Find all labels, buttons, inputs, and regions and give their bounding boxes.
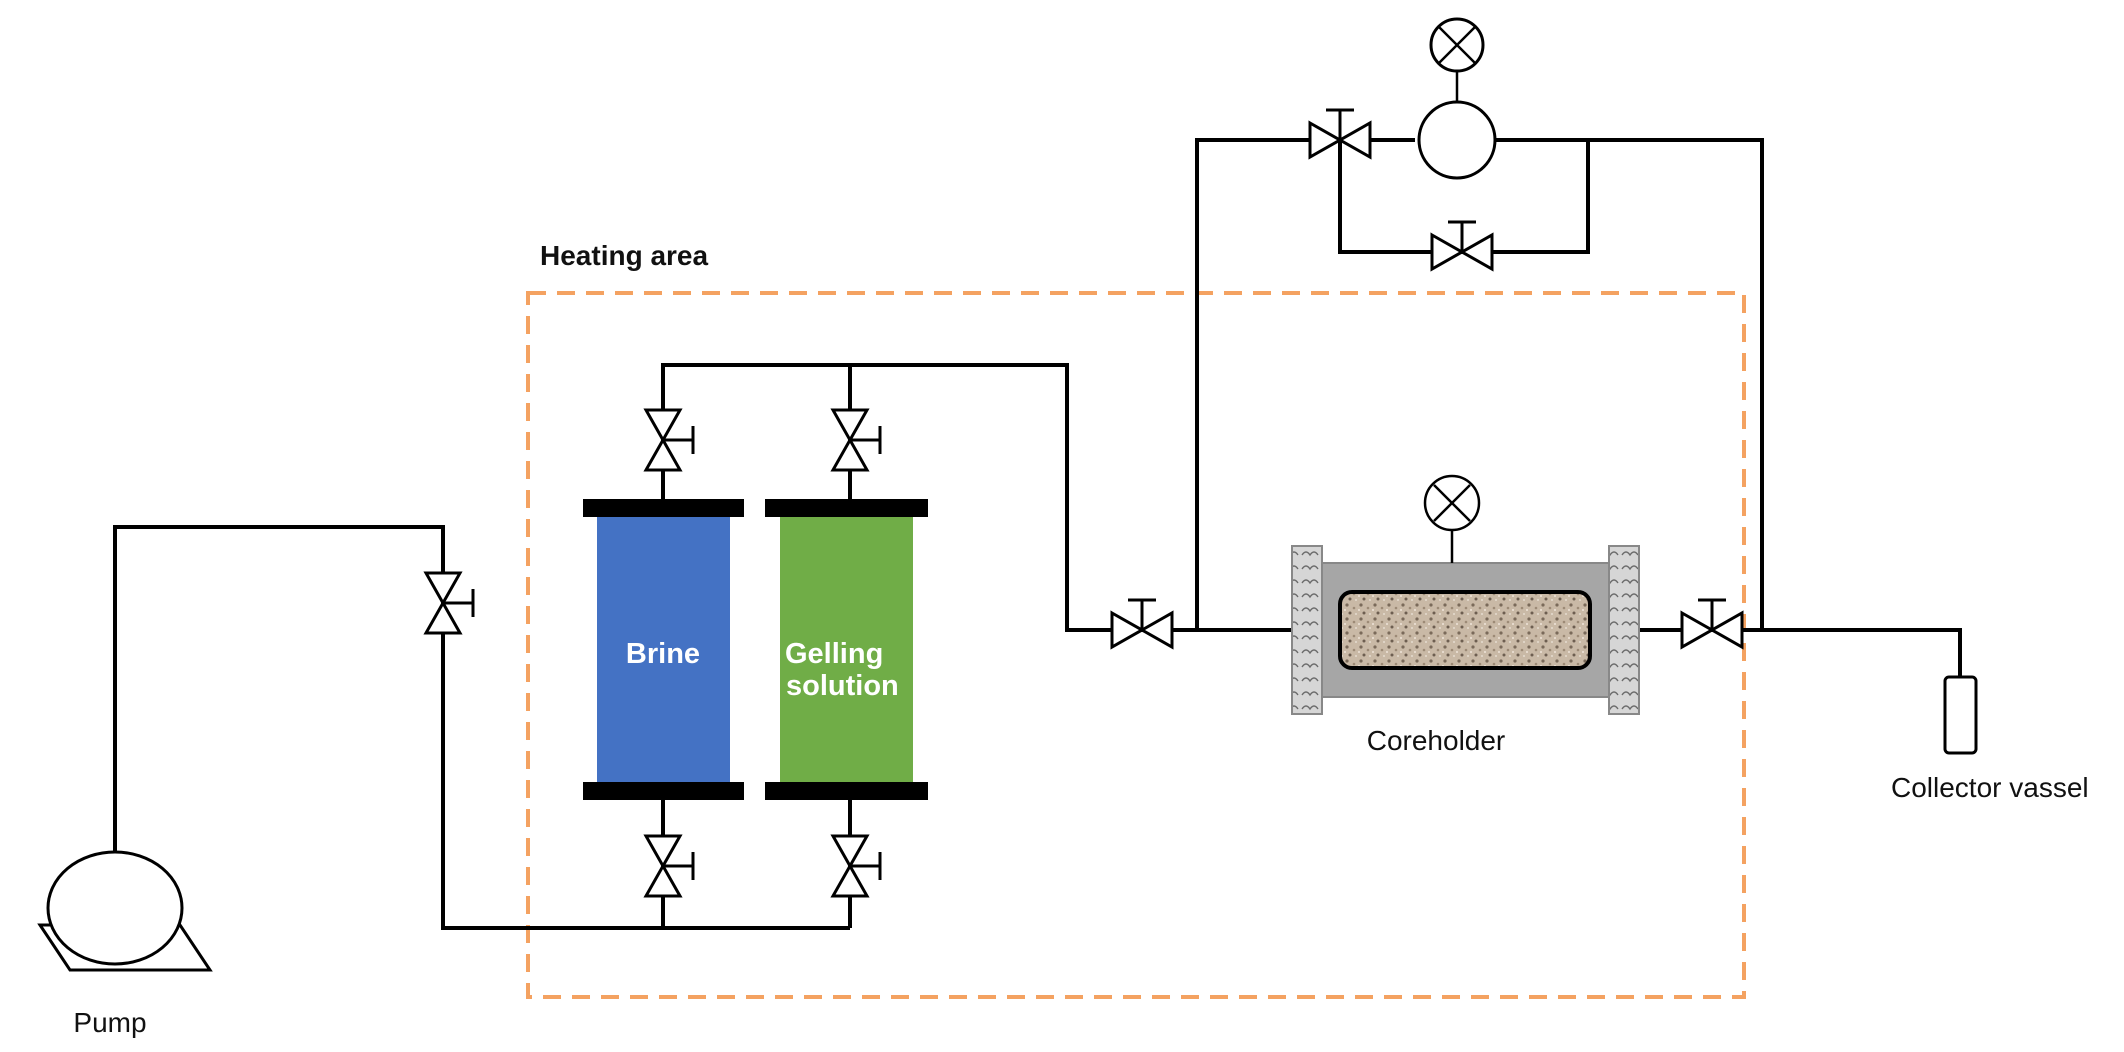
brine-label: Brine <box>626 638 700 670</box>
gelling-solution-cylinder: Gelling solution <box>765 499 928 800</box>
collector-vessel: Collector vassel <box>1891 675 2089 803</box>
top-return-line <box>1495 138 1764 630</box>
pressure-gauge-top-icon <box>1429 17 1485 73</box>
pump-line <box>113 525 850 930</box>
pump-inlet-valve[interactable] <box>424 571 475 635</box>
gelling-label-line1: Gelling <box>785 638 883 670</box>
core-sample <box>1338 590 1592 670</box>
coreholder-left-cap <box>1291 545 1323 715</box>
loop-valve[interactable] <box>1430 220 1494 271</box>
pressure-gauge-coreholder-icon <box>1423 474 1481 532</box>
gelling-top-valve[interactable] <box>831 408 882 472</box>
heating-area-boundary <box>526 291 1746 999</box>
brine-fill <box>597 517 730 782</box>
differential-pressure-meter <box>1417 100 1497 180</box>
coreholder-outlet-valve[interactable] <box>1680 598 1744 649</box>
pump: Pump <box>37 850 213 1038</box>
gelling-bottom-valve[interactable] <box>831 834 882 898</box>
outlet-line <box>1640 628 1962 677</box>
collector-label: Collector vassel <box>1891 772 2089 803</box>
gelling-fill <box>780 517 913 782</box>
brine-bottom-valve[interactable] <box>644 834 695 898</box>
coreholder-label: Coreholder <box>1367 725 1506 756</box>
pump-label: Pump <box>73 1007 146 1038</box>
coreholder: Coreholder <box>1291 474 1640 756</box>
heating-area-label: Heating area <box>540 240 708 271</box>
pump-body <box>46 850 184 966</box>
brine-cylinder: Brine <box>583 499 744 800</box>
gelling-label-line2: solution <box>786 670 899 702</box>
coreholder-inlet-valve[interactable] <box>1110 598 1174 649</box>
brine-top-valve[interactable] <box>644 408 695 472</box>
coreholder-right-cap <box>1608 545 1640 715</box>
